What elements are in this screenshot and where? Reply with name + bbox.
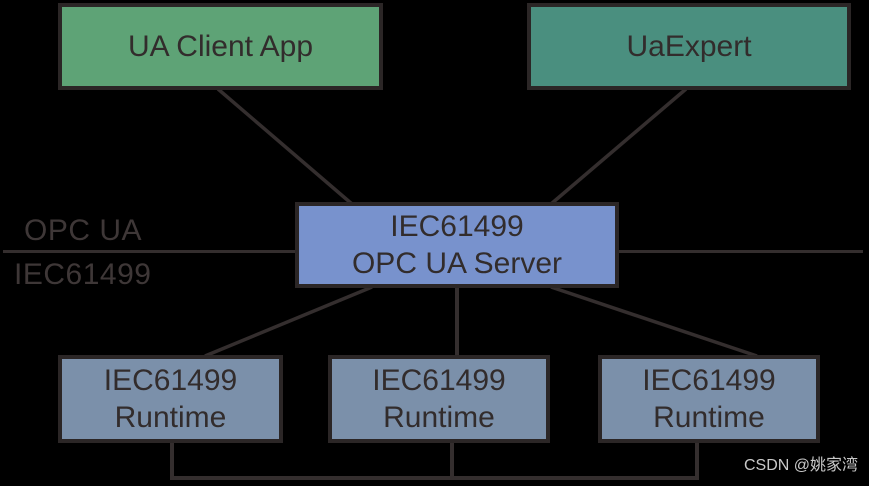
node-opcua-server-label-line1: IEC61499 — [390, 210, 524, 243]
node-runtime-3: IEC61499 Runtime — [598, 355, 820, 443]
node-opcua-server: IEC61499 OPC UA Server — [295, 202, 619, 288]
watermark: CSDN @姚家湾 — [743, 457, 858, 474]
connector-server-to-runtime-1 — [204, 285, 373, 358]
layer-label-iec61499: IEC61499 — [14, 258, 152, 291]
node-runtime-1-label-line2: Runtime — [114, 401, 227, 434]
node-runtime-1-label-line1: IEC61499 — [103, 364, 238, 397]
node-runtime-3-label-line1: IEC61499 — [642, 364, 776, 397]
connector-uaexpert-to-server — [549, 87, 688, 206]
connector-server-to-runtime-3 — [550, 285, 758, 358]
node-ua-client-app-label: UA Client App — [127, 30, 314, 63]
node-opcua-server-label-line2: OPC UA Server — [351, 247, 563, 280]
layer-label-opc-ua: OPC UA — [24, 214, 143, 247]
node-runtime-2-label-line2: Runtime — [383, 401, 495, 434]
node-runtime-3-label-line2: Runtime — [653, 401, 765, 434]
node-runtime-2: IEC61499 Runtime — [328, 355, 550, 443]
node-runtime-2-label-line1: IEC61499 — [372, 364, 506, 397]
node-ua-client-app: UA Client App — [58, 3, 383, 90]
connector-client-to-server — [216, 87, 354, 206]
node-runtime-1: IEC61499 Runtime — [58, 355, 283, 443]
runtime-bus-line — [170, 441, 699, 480]
node-uaexpert-label: UaExpert — [626, 30, 752, 63]
node-uaexpert: UaExpert — [527, 3, 851, 90]
